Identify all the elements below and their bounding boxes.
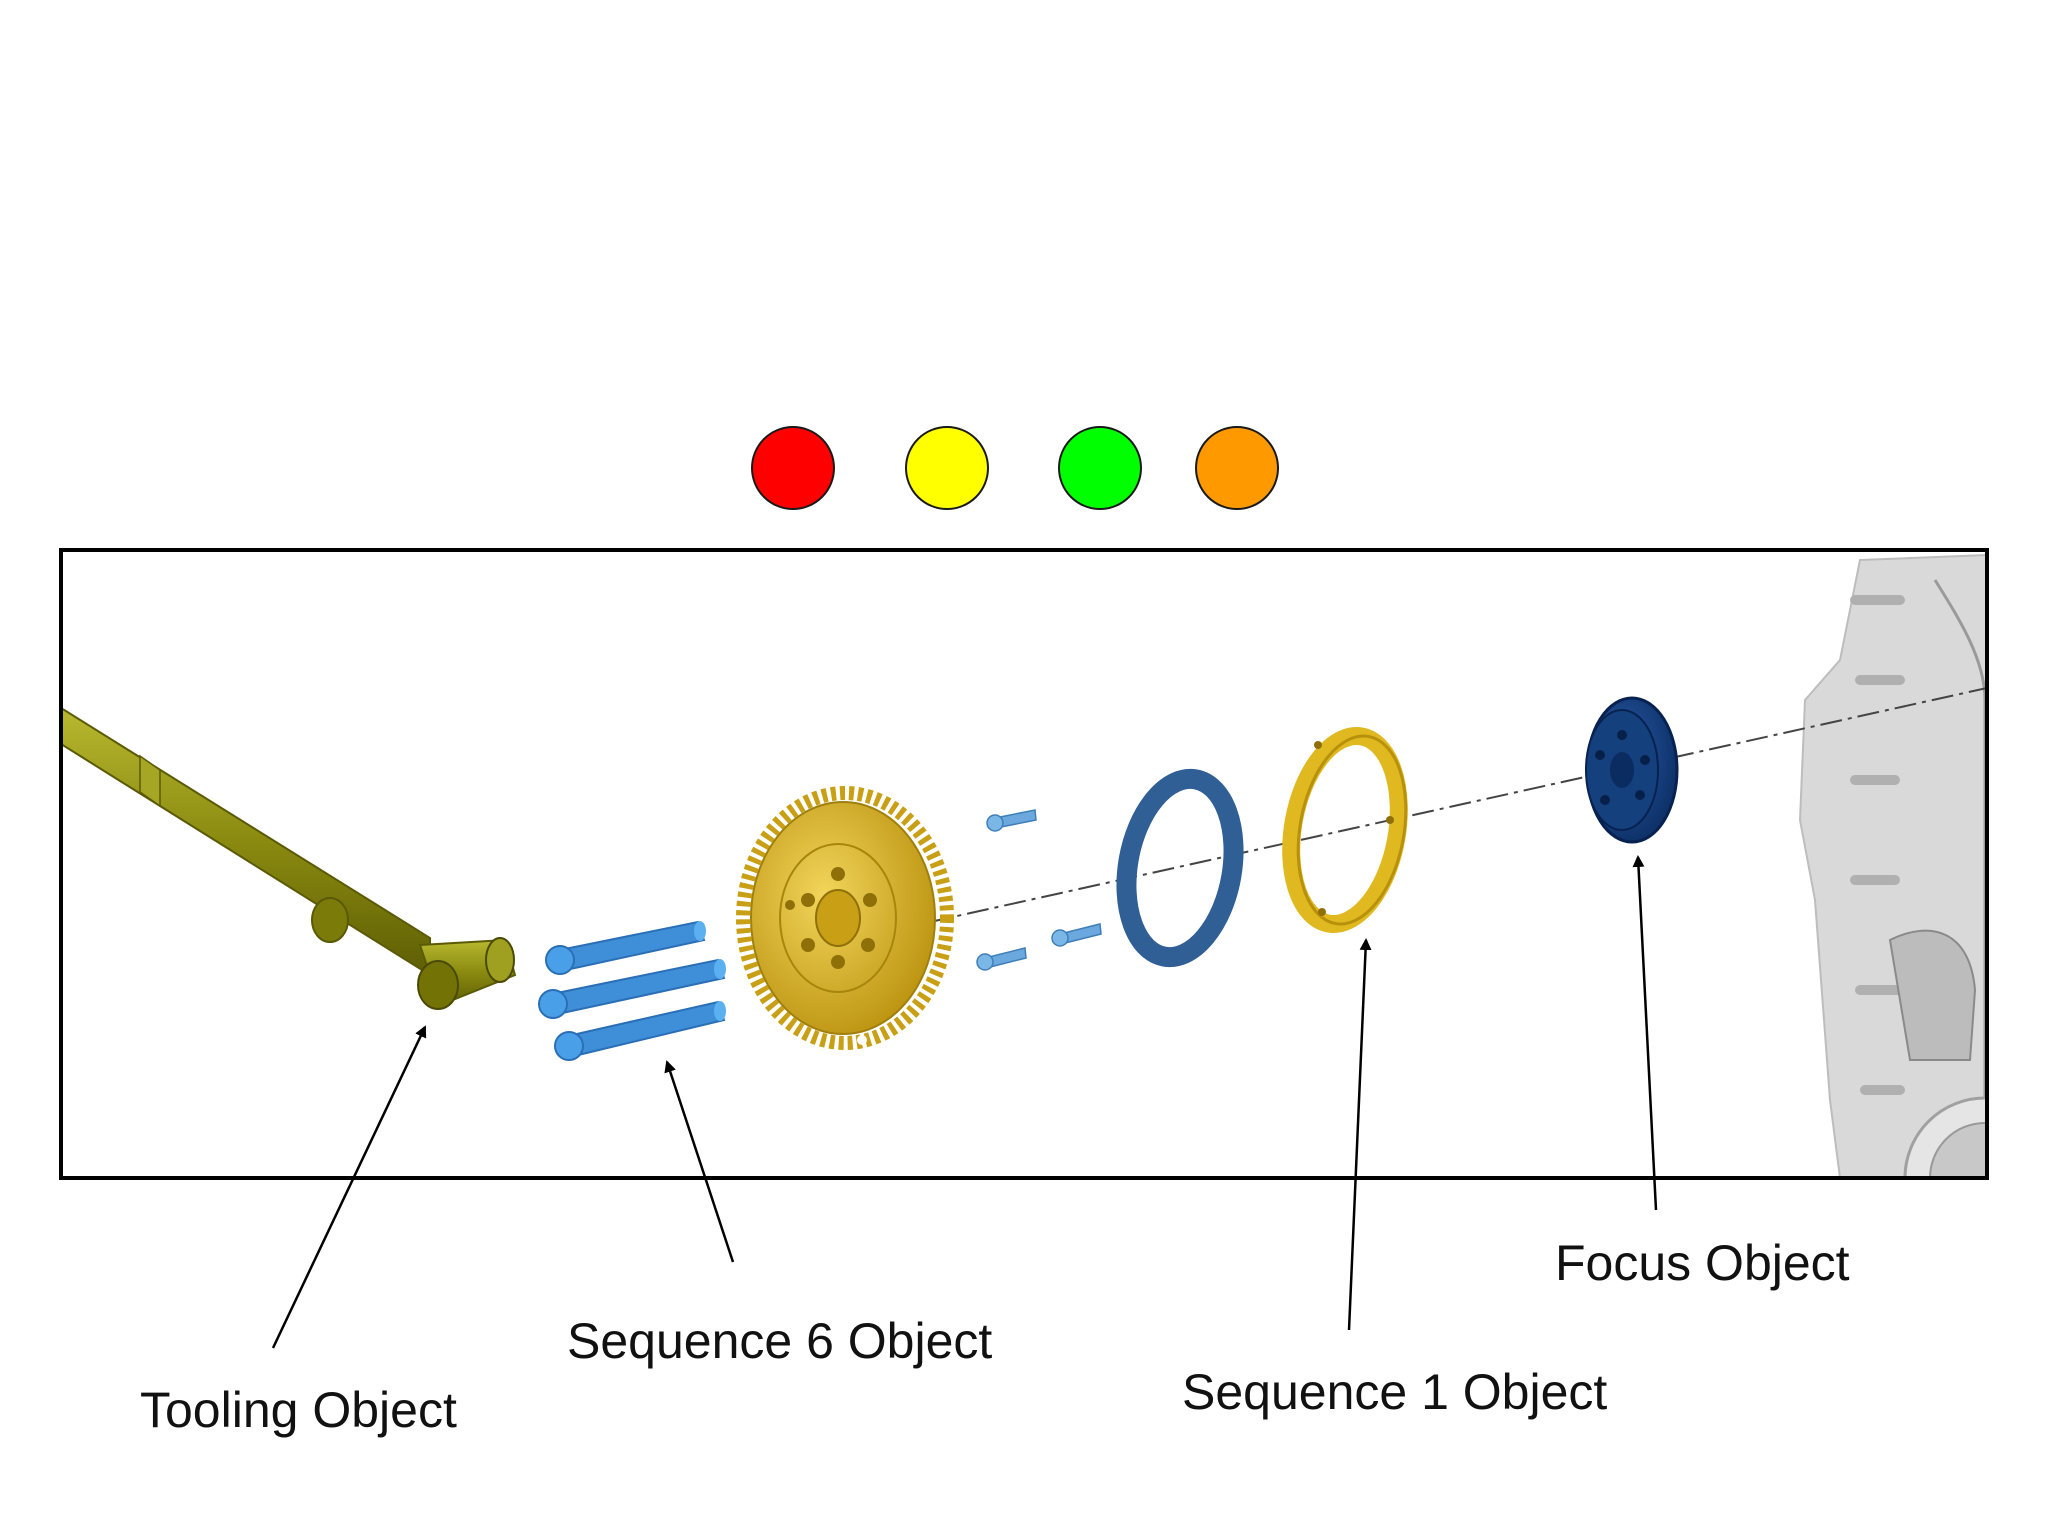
sequence-6-object-label: Sequence 6 Object [567,1313,993,1369]
focus-object-part [1585,696,1679,844]
long-bolt-1 [545,920,706,975]
tooling-object-label: Tooling Object [140,1382,457,1438]
status-dot-orange [1195,426,1279,510]
blue-ring-part [1116,768,1244,968]
sequence-1-object-part [1282,727,1408,933]
tooling-object-part [61,706,517,1010]
status-dot-green [1058,426,1142,510]
sequence-6-leader-arrow [664,1060,735,1263]
sequence-6-object-part [538,920,726,1061]
focus-object-label: Focus Object [1555,1235,1850,1291]
diagram-frame [59,548,1989,1180]
housing-part [1798,553,1987,1178]
long-bolt-3 [554,1000,726,1061]
focus-leader-arrow [1632,855,1658,1211]
status-dot-yellow [905,426,989,510]
assembly-axis-line [929,687,1987,923]
sequence-1-leader-arrow [1347,938,1372,1331]
tooling-leader-arrow [271,1025,427,1349]
long-bolt-2 [538,958,726,1019]
small-bolts-part [976,809,1102,971]
gear-part [736,786,954,1050]
status-dot-red [751,426,835,510]
sequence-1-object-label: Sequence 1 Object [1182,1364,1608,1420]
